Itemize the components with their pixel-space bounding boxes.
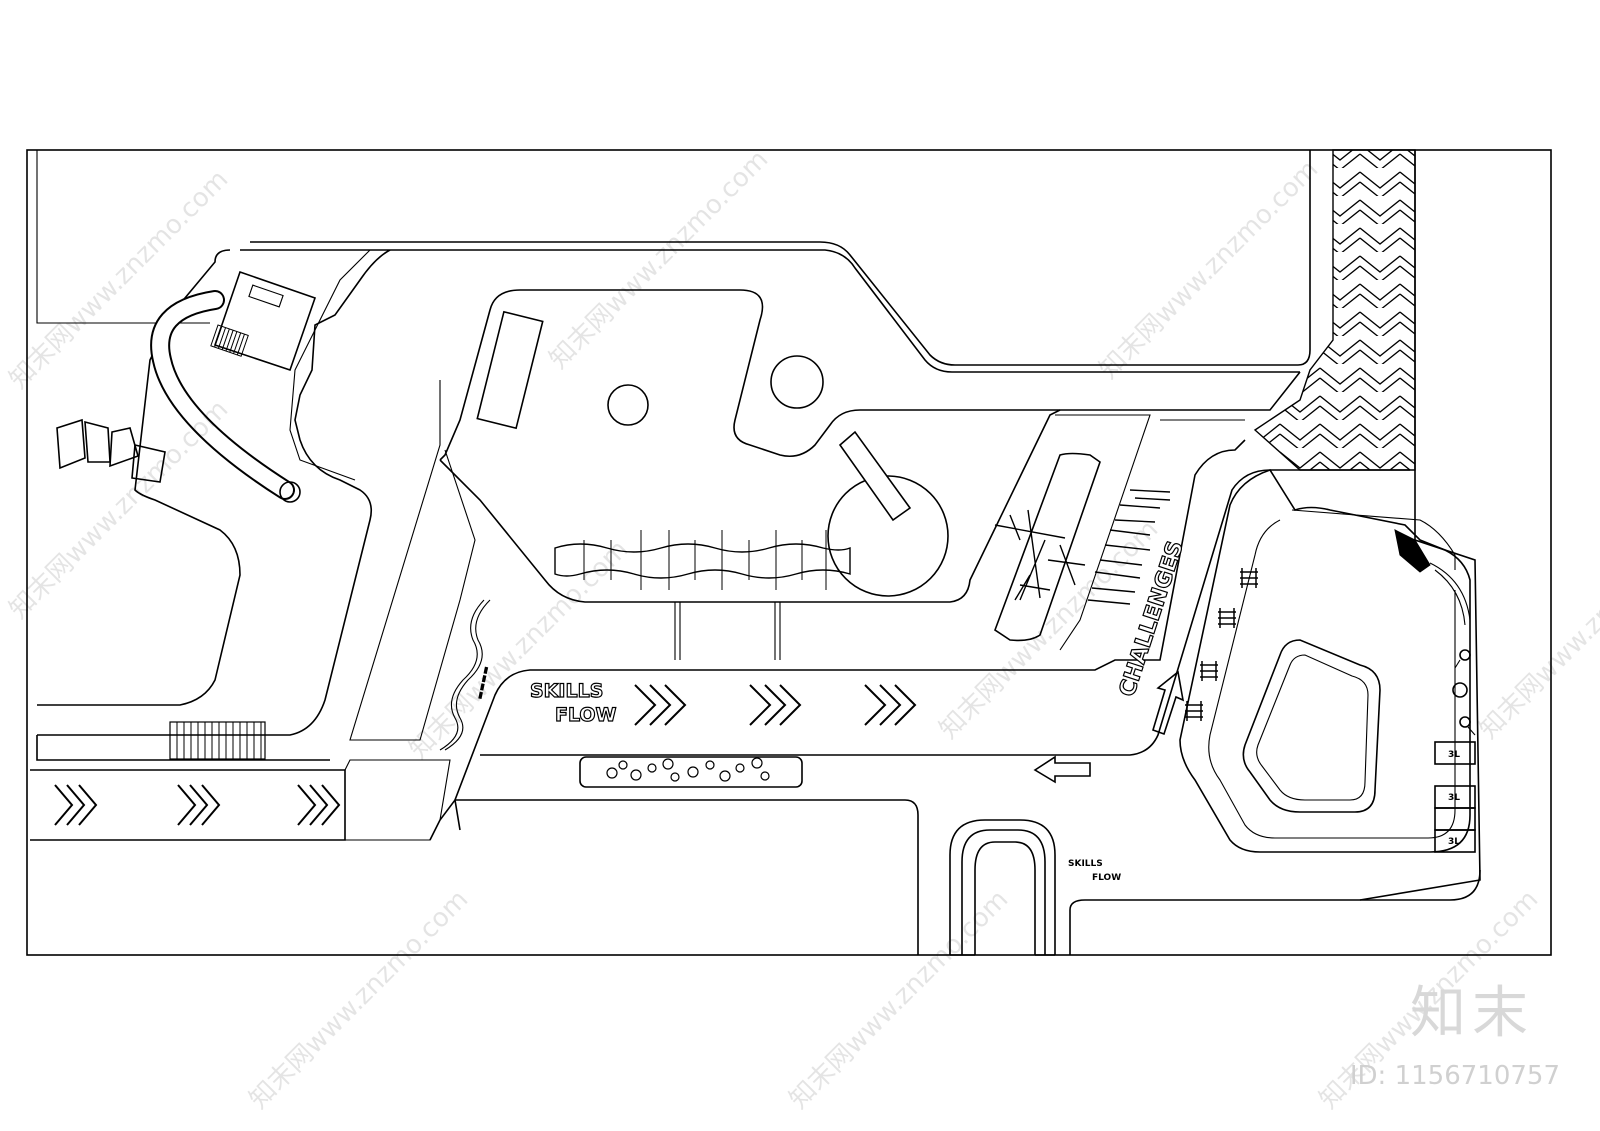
watermark-5: 知末网www.znzmo.com <box>404 534 635 765</box>
watermark-3: 知末网www.znzmo.com <box>1094 154 1325 385</box>
site-boundary <box>26 149 1552 956</box>
direction-chevrons-left <box>54 784 341 826</box>
curved-rail <box>1429 562 1471 626</box>
stepping-stone-3 <box>109 427 139 468</box>
watermark-6: 知末网www.znzmo.com <box>934 514 1165 745</box>
u-loop-path <box>949 819 1056 955</box>
pebbles <box>606 757 770 782</box>
lower-left-band <box>30 735 346 841</box>
stepping-stone-1 <box>56 418 86 470</box>
pebble-planter <box>579 756 803 788</box>
bay-label-1: 3L <box>1448 750 1460 760</box>
direction-chevrons-main <box>634 684 917 726</box>
watermark-4: 知末网www.znzmo.com <box>4 394 235 625</box>
tube-slide-inner <box>152 292 293 498</box>
flow-label-small: FLOW <box>1092 873 1121 883</box>
right-zone-inner <box>1291 509 1456 570</box>
storage-bays <box>1434 741 1476 853</box>
deck-supports <box>674 602 781 660</box>
right-zone-outer <box>1179 469 1471 853</box>
planter-bed <box>476 310 544 430</box>
left-play-zone <box>37 249 241 706</box>
skills-flow-path <box>454 439 1246 831</box>
skills-label-main: SKILLS <box>530 680 603 702</box>
tower-stairs <box>210 324 249 357</box>
upper-walkway <box>37 150 1311 736</box>
bench-pod <box>1394 529 1431 573</box>
central-deck <box>439 409 1061 603</box>
bridge-to-platform <box>838 430 912 522</box>
flow-label-main: FLOW <box>555 704 617 726</box>
round-platform <box>827 475 949 597</box>
slide-tower <box>213 270 317 372</box>
watermark-2: 知末网www.znzmo.com <box>544 144 775 375</box>
spinner-2 <box>1452 682 1468 698</box>
wavy-rope <box>439 599 491 751</box>
right-wall <box>1359 150 1481 901</box>
up-arrow <box>1152 670 1185 736</box>
right-zone-inner-ring <box>1208 519 1456 839</box>
sand-pit-inner <box>1256 654 1369 801</box>
skills-label-small: SKILLS <box>1068 859 1103 869</box>
net-bridge <box>554 530 851 590</box>
skills-flow-path-edge <box>480 469 1410 756</box>
slide-exit <box>279 481 301 503</box>
stepping-stone-4 <box>131 444 166 483</box>
spinner-3 <box>1459 716 1471 728</box>
stepping-stone-2 <box>84 420 111 463</box>
left-arrow <box>1033 755 1091 784</box>
sand-pit <box>1242 639 1381 813</box>
watermark-9: 知末网www.znzmo.com <box>784 884 1015 1115</box>
challenge-strip <box>994 452 1101 642</box>
diagonal-ramp <box>289 249 476 741</box>
upper-walkway-inner <box>390 249 1301 461</box>
bay-label-2: 3L <box>1448 793 1460 803</box>
stair-block <box>169 721 266 760</box>
round-feature-medium <box>770 355 824 409</box>
image-id-label: ID: 1156710757 <box>1349 1061 1560 1091</box>
brand-watermark: 知末 <box>1410 981 1534 1046</box>
challenge-zone-border <box>1055 414 1245 651</box>
tower-roof-panel <box>248 284 284 308</box>
lower-connector <box>344 759 451 841</box>
bay-label-3: 3L <box>1448 837 1460 847</box>
site-boundary-inner <box>36 150 210 324</box>
spinner-1 <box>1459 649 1471 661</box>
ladder-bars <box>1185 568 1258 721</box>
lower-road-edge <box>429 799 1481 955</box>
climbing-frame <box>994 509 1086 601</box>
balance-beams <box>1087 489 1171 605</box>
watermark-7: 知末网www.znzmo.com <box>1474 514 1600 745</box>
spinner-stems <box>1454 659 1476 736</box>
round-feature-small <box>607 384 649 426</box>
watermark-8: 知末网www.znzmo.com <box>244 884 475 1115</box>
